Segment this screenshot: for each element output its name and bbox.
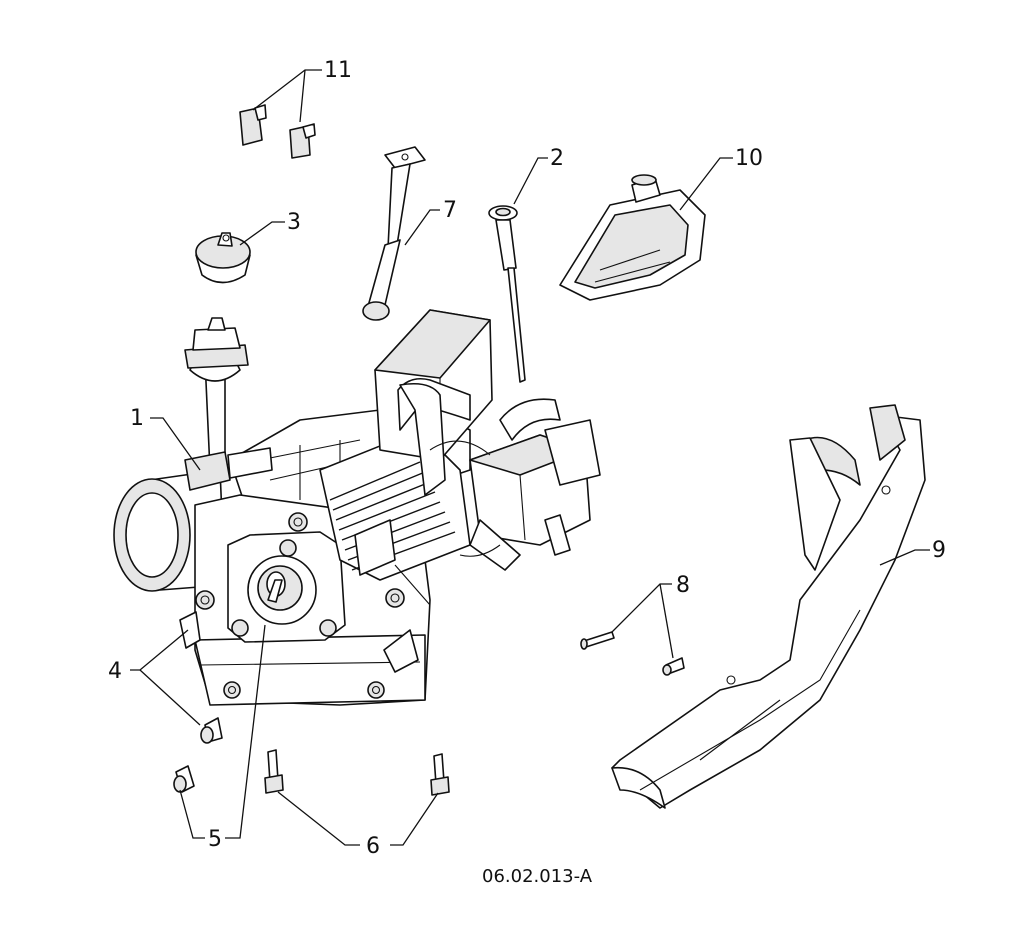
callout-7: 7: [443, 198, 457, 223]
callout-2: 2: [550, 146, 564, 171]
bolts-8: [580, 631, 685, 676]
shroud-guard: [611, 404, 926, 809]
leader-lines: [130, 69, 930, 846]
plug-5: [173, 765, 195, 793]
callout-10: 10: [735, 146, 763, 171]
intake-cylinder: [113, 469, 226, 592]
callout-3: 3: [287, 210, 301, 235]
plug-4: [200, 717, 223, 744]
dipstick: [488, 205, 526, 383]
engine-assembly: [113, 309, 601, 706]
carburetor: [469, 398, 601, 571]
dipstick-rod-7: [362, 146, 426, 321]
callout-9: 9: [932, 538, 946, 563]
oil-filler-tube: [184, 317, 249, 471]
fuel-tank: [559, 174, 706, 301]
callout-6: 6: [366, 834, 380, 859]
callout-11: 11: [324, 58, 352, 83]
oil-cap: [195, 232, 251, 284]
figure-code: 06.02.013-A: [482, 866, 593, 887]
clips: [239, 104, 316, 159]
callout-labels: 1 2 3 4 5 6 7 8 9 10 11: [108, 58, 946, 859]
callout-4: 4: [108, 659, 122, 684]
stud-bolts-6: [264, 749, 450, 796]
callout-1: 1: [130, 406, 144, 431]
callout-8: 8: [676, 573, 690, 598]
callout-5: 5: [208, 827, 222, 852]
